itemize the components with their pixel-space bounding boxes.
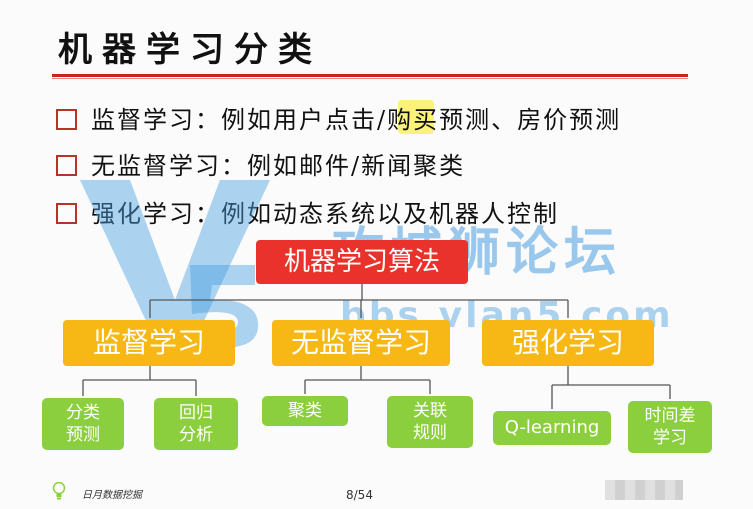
bullet-text: 强化学习：例如动态系统以及机器人控制 bbox=[91, 200, 559, 228]
bullet-unsupervised: 无监督学习：例如邮件/新闻聚类 bbox=[56, 146, 465, 181]
diagram-root-node: 机器学习算法 bbox=[256, 240, 468, 284]
bullet-box-icon bbox=[56, 203, 77, 224]
watermark-logo-icon bbox=[80, 180, 270, 348]
page-number: 8/54 bbox=[346, 488, 373, 502]
bullet-reinforcement: 强化学习：例如动态系统以及机器人控制 bbox=[56, 194, 559, 229]
leaf-association-rules: 关联 规则 bbox=[387, 396, 473, 448]
leaf-clustering: 聚类 bbox=[262, 396, 348, 426]
text-highlight bbox=[398, 100, 434, 134]
leaf-q-learning: Q-learning bbox=[493, 411, 611, 445]
leaf-regression: 回归 分析 bbox=[154, 398, 238, 450]
blurred-region bbox=[605, 480, 683, 500]
bullet-text: 监督学习：例如用户点击/购买预测、房价预测 bbox=[91, 106, 622, 134]
bullet-text: 无监督学习：例如邮件/新闻聚类 bbox=[91, 152, 466, 180]
footer-brand: 日月数据挖掘 bbox=[82, 490, 142, 501]
bullet-supervised: 监督学习：例如用户点击/购买预测、房价预测 bbox=[56, 100, 621, 135]
bullet-box-icon bbox=[56, 155, 77, 176]
slide-title: 机器学习分类 bbox=[58, 30, 322, 70]
leaf-classification: 分类 预测 bbox=[42, 398, 124, 450]
title-divider bbox=[52, 74, 688, 77]
bullet-box-icon bbox=[56, 109, 77, 130]
title-divider-thin bbox=[52, 78, 688, 79]
category-supervised: 监督学习 bbox=[63, 320, 235, 366]
category-unsupervised: 无监督学习 bbox=[272, 320, 450, 366]
lightbulb-icon bbox=[52, 482, 66, 500]
category-reinforcement: 强化学习 bbox=[482, 320, 654, 366]
leaf-temporal-difference: 时间差 学习 bbox=[628, 401, 712, 453]
